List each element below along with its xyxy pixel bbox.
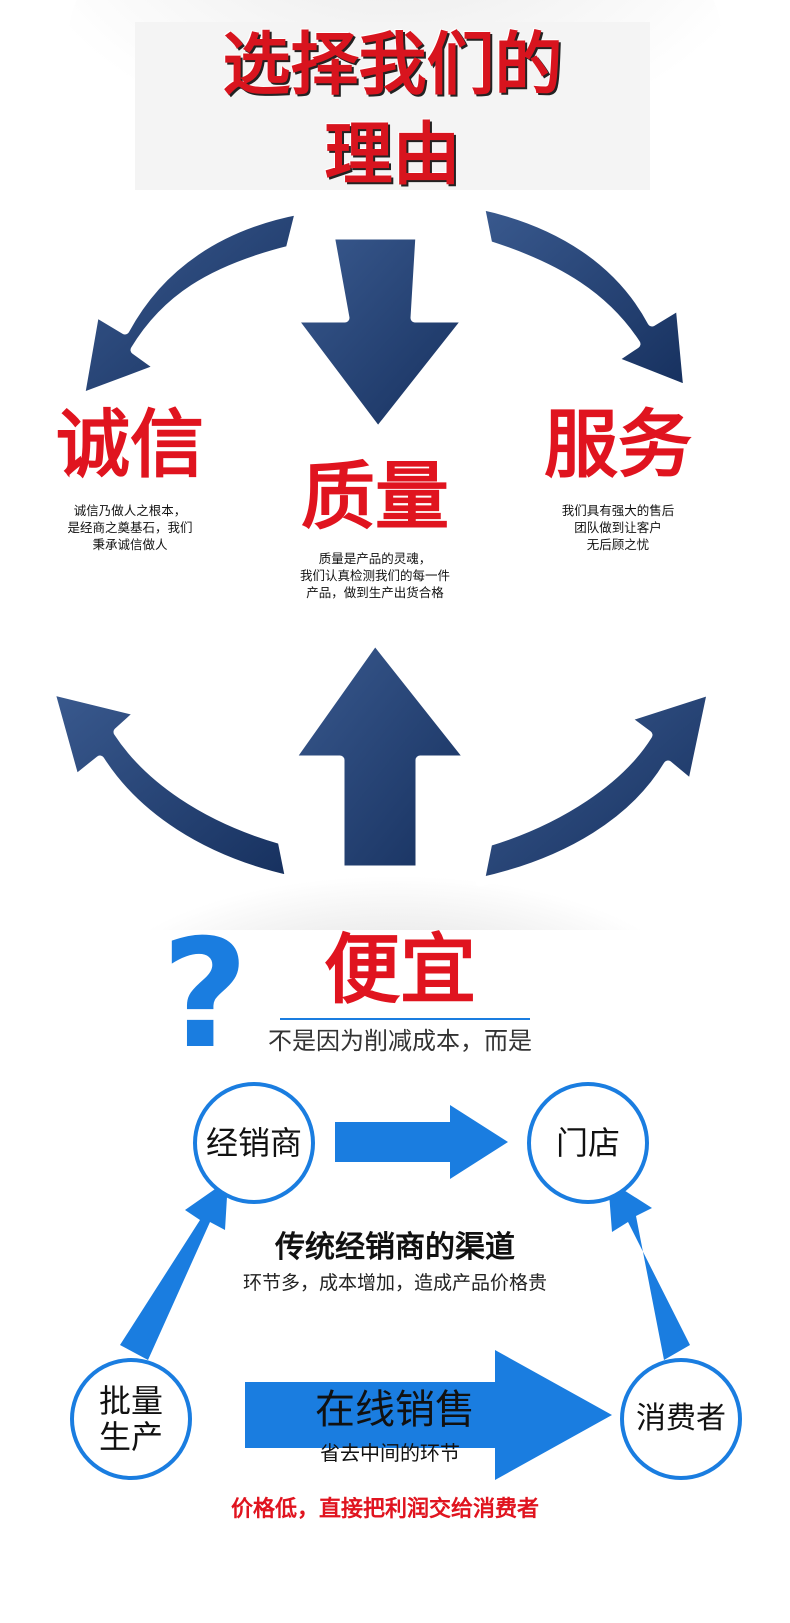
page-title-line2: 理由 (324, 115, 461, 195)
pillar-desc-service: 我们具有强大的售后 团队做到让客户 无后顾之忧 (561, 503, 675, 552)
title-panel (135, 22, 650, 190)
channel-arrows-graphic (120, 1105, 690, 1480)
pillar-heading-quality: 质量 (301, 454, 449, 540)
arrow-online-sales-icon (245, 1350, 612, 1480)
page-title-line1: 选择我们的 (222, 25, 563, 105)
arrow-up-consumer-store-icon (608, 1180, 690, 1360)
node-consumer: 消费者 (620, 1358, 742, 1480)
online-sales-label: 在线销售 (315, 1387, 475, 1433)
arrow-top-right-icon (475, 200, 693, 395)
arrow-top-left-icon (75, 205, 305, 403)
node-mass-production: 批量 生产 (70, 1358, 192, 1480)
pillar-desc-integrity: 诚信乃做人之根本， 是经商之奠基石，我们 秉承诚信做人 (67, 503, 193, 552)
question-mark-icon: ? (161, 908, 249, 1082)
traditional-desc: 环节多，成本增加，造成产品价格贵 (242, 1272, 547, 1294)
footer-slogan: 价格低，直接把利润交给消费者 (230, 1497, 539, 1522)
cheap-heading: 便宜 (324, 925, 476, 1014)
arrow-up-center-icon (285, 635, 475, 875)
arrow-bottom-right-icon (475, 685, 717, 887)
cheap-underline (280, 1018, 530, 1020)
cheap-subtitle: 不是因为削减成本，而是 (268, 1028, 532, 1055)
node-distributor: 经销商 (193, 1082, 315, 1204)
arrow-right-distributor-store-icon (335, 1105, 508, 1179)
top-section-graphic (45, 0, 725, 930)
arrow-up-production-distributor-icon (120, 1180, 228, 1360)
online-sales-desc: 省去中间的环节 (320, 1441, 460, 1465)
arrow-down-center-icon (287, 230, 473, 437)
pillar-desc-quality: 质量是产品的灵魂， 我们认真检测我们的每一件 产品，做到生产出货合格 (299, 551, 450, 600)
traditional-title: 传统经销商的渠道 (275, 1230, 515, 1265)
node-store: 门店 (527, 1082, 649, 1204)
pillar-heading-integrity: 诚信 (56, 402, 204, 488)
arrow-bottom-left-icon (45, 685, 295, 885)
pillar-heading-service: 服务 (544, 402, 692, 488)
